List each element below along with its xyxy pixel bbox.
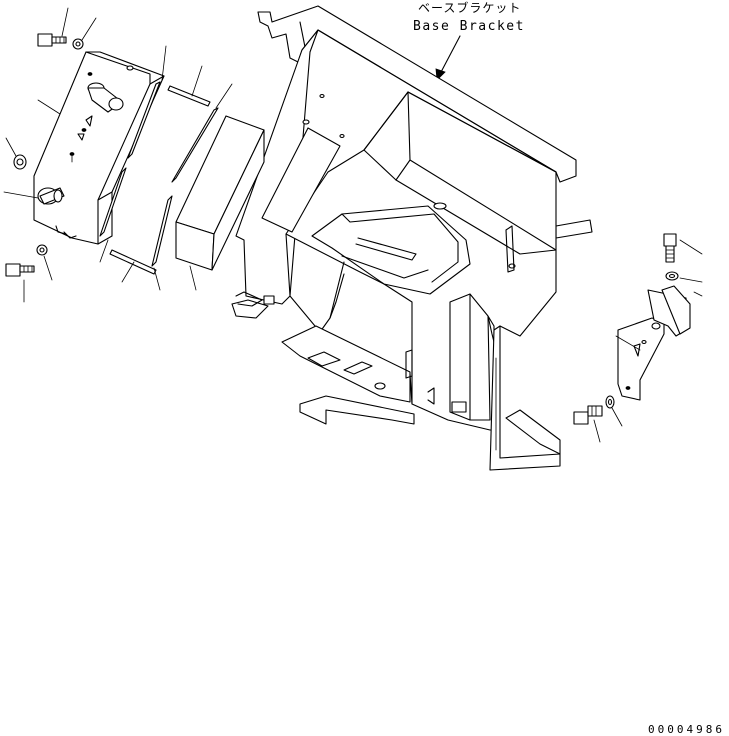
- bolt: [663, 233, 677, 263]
- bolt: [5, 263, 35, 277]
- base-bracket-label-jp: ベースブラケット: [418, 0, 521, 15]
- base-bracket: [231, 5, 593, 471]
- bolt: [37, 33, 67, 47]
- insulation-pad: [175, 115, 265, 271]
- leader-lines: [3, 7, 703, 443]
- base-bracket-leader-line: [435, 35, 461, 81]
- drawing-number: 00004986: [648, 723, 725, 736]
- cover-plate: [33, 51, 165, 245]
- bolt: [573, 405, 603, 425]
- washer: [36, 244, 48, 256]
- base-bracket-label-en: Base Bracket: [413, 19, 525, 34]
- nut: [13, 154, 27, 170]
- right-bracket: [617, 285, 691, 401]
- washer: [72, 38, 84, 50]
- washer: [665, 271, 679, 281]
- washer: [605, 395, 615, 409]
- gasket-strips: [99, 81, 219, 275]
